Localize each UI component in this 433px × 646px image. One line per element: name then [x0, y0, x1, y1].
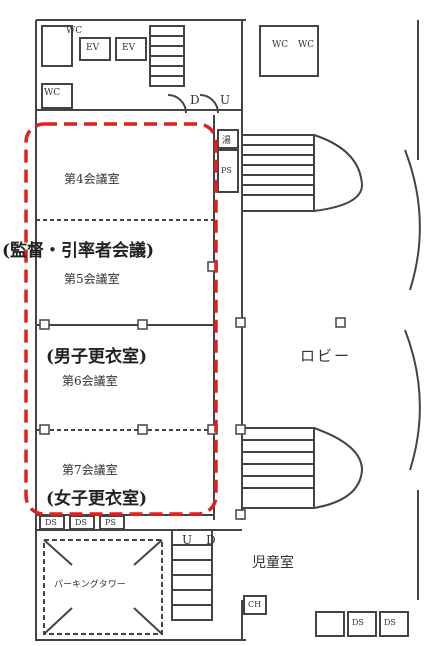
d-mark-low: D — [206, 533, 216, 547]
highlight-frame — [24, 122, 218, 516]
u-mark-top: U — [220, 93, 231, 107]
room-conf6: 第6会議室 — [62, 374, 118, 388]
ds-label-4: DS — [384, 618, 396, 627]
wc-label-ne2: WC — [298, 40, 315, 50]
wc-label-nw2: WC — [44, 88, 61, 98]
room-conf4: 第4会議室 — [64, 172, 120, 186]
room-conf7: 第7会議室 — [62, 463, 118, 477]
ps-label: PS — [221, 166, 232, 175]
ps-label-low: PS — [105, 518, 116, 527]
ds-label-1: DS — [45, 518, 57, 527]
ch-label: CH — [248, 600, 262, 609]
d-mark-top: D — [190, 93, 200, 107]
annotation-coaches: (監督・引率者会議) — [2, 241, 155, 261]
annotation-men: (男子更衣室) — [46, 347, 148, 367]
ds-label-2: DS — [75, 518, 87, 527]
wc-label-nw: WC — [66, 26, 83, 36]
outer-wall-west — [35, 20, 246, 641]
room-parking: パーキングタワー — [54, 580, 126, 590]
ev-label-1: EV — [86, 43, 100, 53]
room-conf5: 第5会議室 — [64, 272, 120, 286]
ev-label-2: EV — [122, 43, 136, 53]
room-lobby: ロビー — [300, 347, 352, 365]
wc-label-ne: WC — [272, 40, 289, 50]
ds-label-3: DS — [352, 618, 364, 627]
yu-label: 湯 — [222, 136, 232, 146]
u-mark-low: U — [182, 533, 193, 547]
annotation-women: (女子更衣室) — [46, 489, 148, 509]
room-kids: 児童室 — [252, 555, 294, 571]
